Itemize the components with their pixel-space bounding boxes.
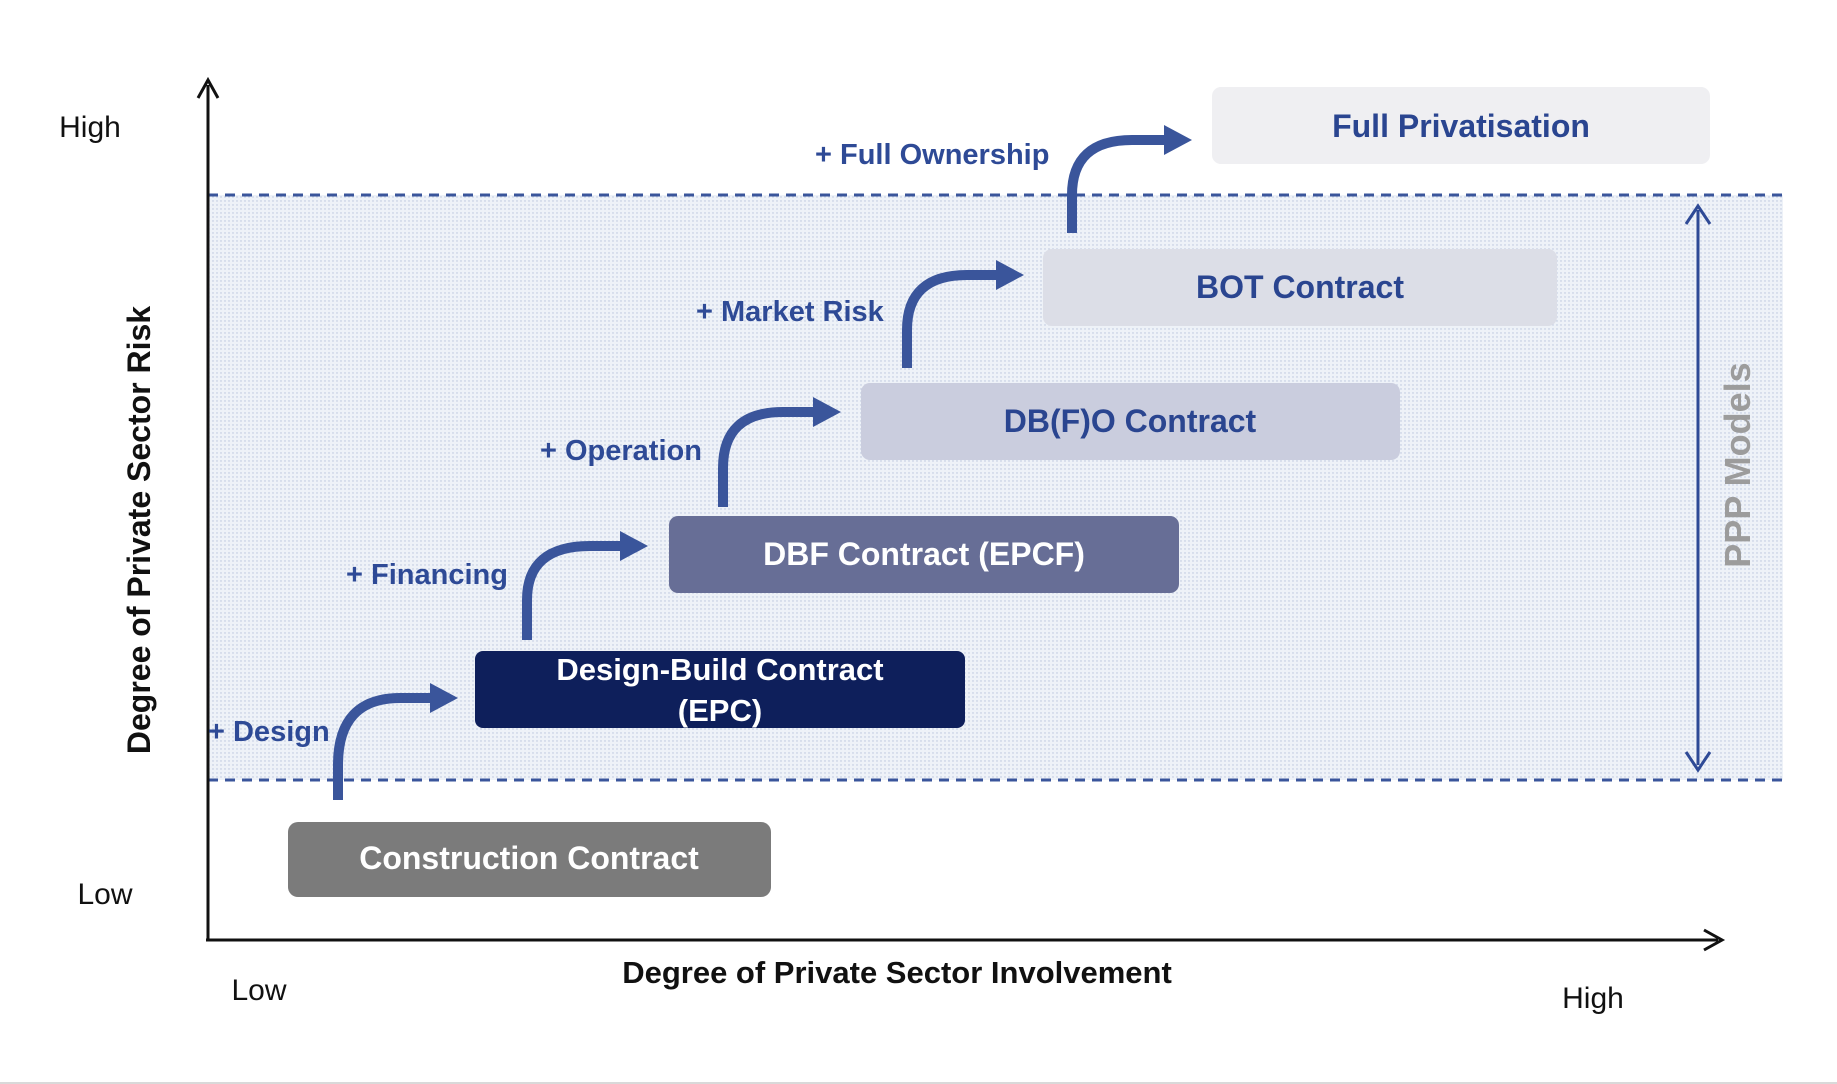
step-labels: + Design + Financing + Operation + Marke… <box>208 139 1049 748</box>
stage-label-line2: (EPC) <box>678 693 762 728</box>
stage-full-privatisation: Full Privatisation <box>1212 87 1710 164</box>
y-axis-title: Degree of Private Sector Risk <box>121 306 157 754</box>
stage-box <box>1212 87 1710 164</box>
x-axis-arrow-head <box>1703 928 1726 952</box>
step-arrow-head <box>996 260 1024 290</box>
step-arrow-shaft <box>333 693 432 800</box>
stage-box <box>861 383 1400 460</box>
step-arrow-financing <box>522 531 648 640</box>
ppp-models-label: PPP Models <box>1717 362 1758 567</box>
y-axis-low-label: Low <box>77 878 132 911</box>
stage-label: Construction Contract <box>359 840 699 876</box>
step-label-financing: + Financing <box>346 559 508 591</box>
axes: Degree of Private Sector Risk High Low D… <box>59 76 1726 1015</box>
step-arrow-operation <box>718 397 841 507</box>
stage-label: BOT Contract <box>1196 269 1404 305</box>
step-arrow-head <box>430 683 458 713</box>
step-arrow-full-ownership <box>1067 125 1192 233</box>
stage-boxes: Construction Contract Design-Build Contr… <box>288 87 1710 897</box>
step-arrow-shaft <box>902 270 998 368</box>
step-arrow-shaft <box>1067 135 1166 233</box>
step-label-full-ownership: + Full Ownership <box>815 139 1049 171</box>
step-arrow-shaft <box>718 407 815 507</box>
stage-label: DB(F)O Contract <box>1004 403 1257 439</box>
y-axis-high-label: High <box>59 111 121 144</box>
ppp-range-arrow-head-bottom <box>1684 751 1712 773</box>
step-label-design: + Design <box>208 716 330 748</box>
bottom-edge-strip <box>0 1082 1837 1084</box>
step-arrow-head <box>1164 125 1192 155</box>
step-label-market-risk: + Market Risk <box>696 296 885 328</box>
step-arrow-design <box>333 683 458 800</box>
x-axis-high-label: High <box>1562 982 1624 1015</box>
stage-label: DBF Contract (EPCF) <box>763 536 1085 572</box>
step-arrow-head <box>813 397 841 427</box>
step-arrow-shaft <box>522 541 622 640</box>
ppp-range-arrow-head-top <box>1684 203 1712 225</box>
stage-dbf-contract: DBF Contract (EPCF) <box>669 516 1179 593</box>
stage-construction-contract: Construction Contract <box>288 822 771 897</box>
stage-label-line1: Design-Build Contract <box>556 652 883 687</box>
step-arrow-market-risk <box>902 260 1024 368</box>
step-arrow-head <box>620 531 648 561</box>
stage-box <box>288 822 771 897</box>
step-label-operation: + Operation <box>540 435 702 467</box>
stage-box <box>669 516 1179 593</box>
stage-label: Full Privatisation <box>1332 108 1590 144</box>
x-axis-low-label: Low <box>231 974 286 1007</box>
step-arrows <box>333 125 1192 800</box>
stage-box <box>1043 249 1557 326</box>
y-axis-arrow-head <box>196 76 220 99</box>
stage-dbfo-contract: DB(F)O Contract <box>861 383 1400 460</box>
x-axis-title: Degree of Private Sector Involvement <box>622 955 1172 990</box>
stage-box <box>475 651 965 728</box>
stage-design-build-contract: Design-Build Contract (EPC) <box>475 651 965 728</box>
stage-bot-contract: BOT Contract <box>1043 249 1557 326</box>
